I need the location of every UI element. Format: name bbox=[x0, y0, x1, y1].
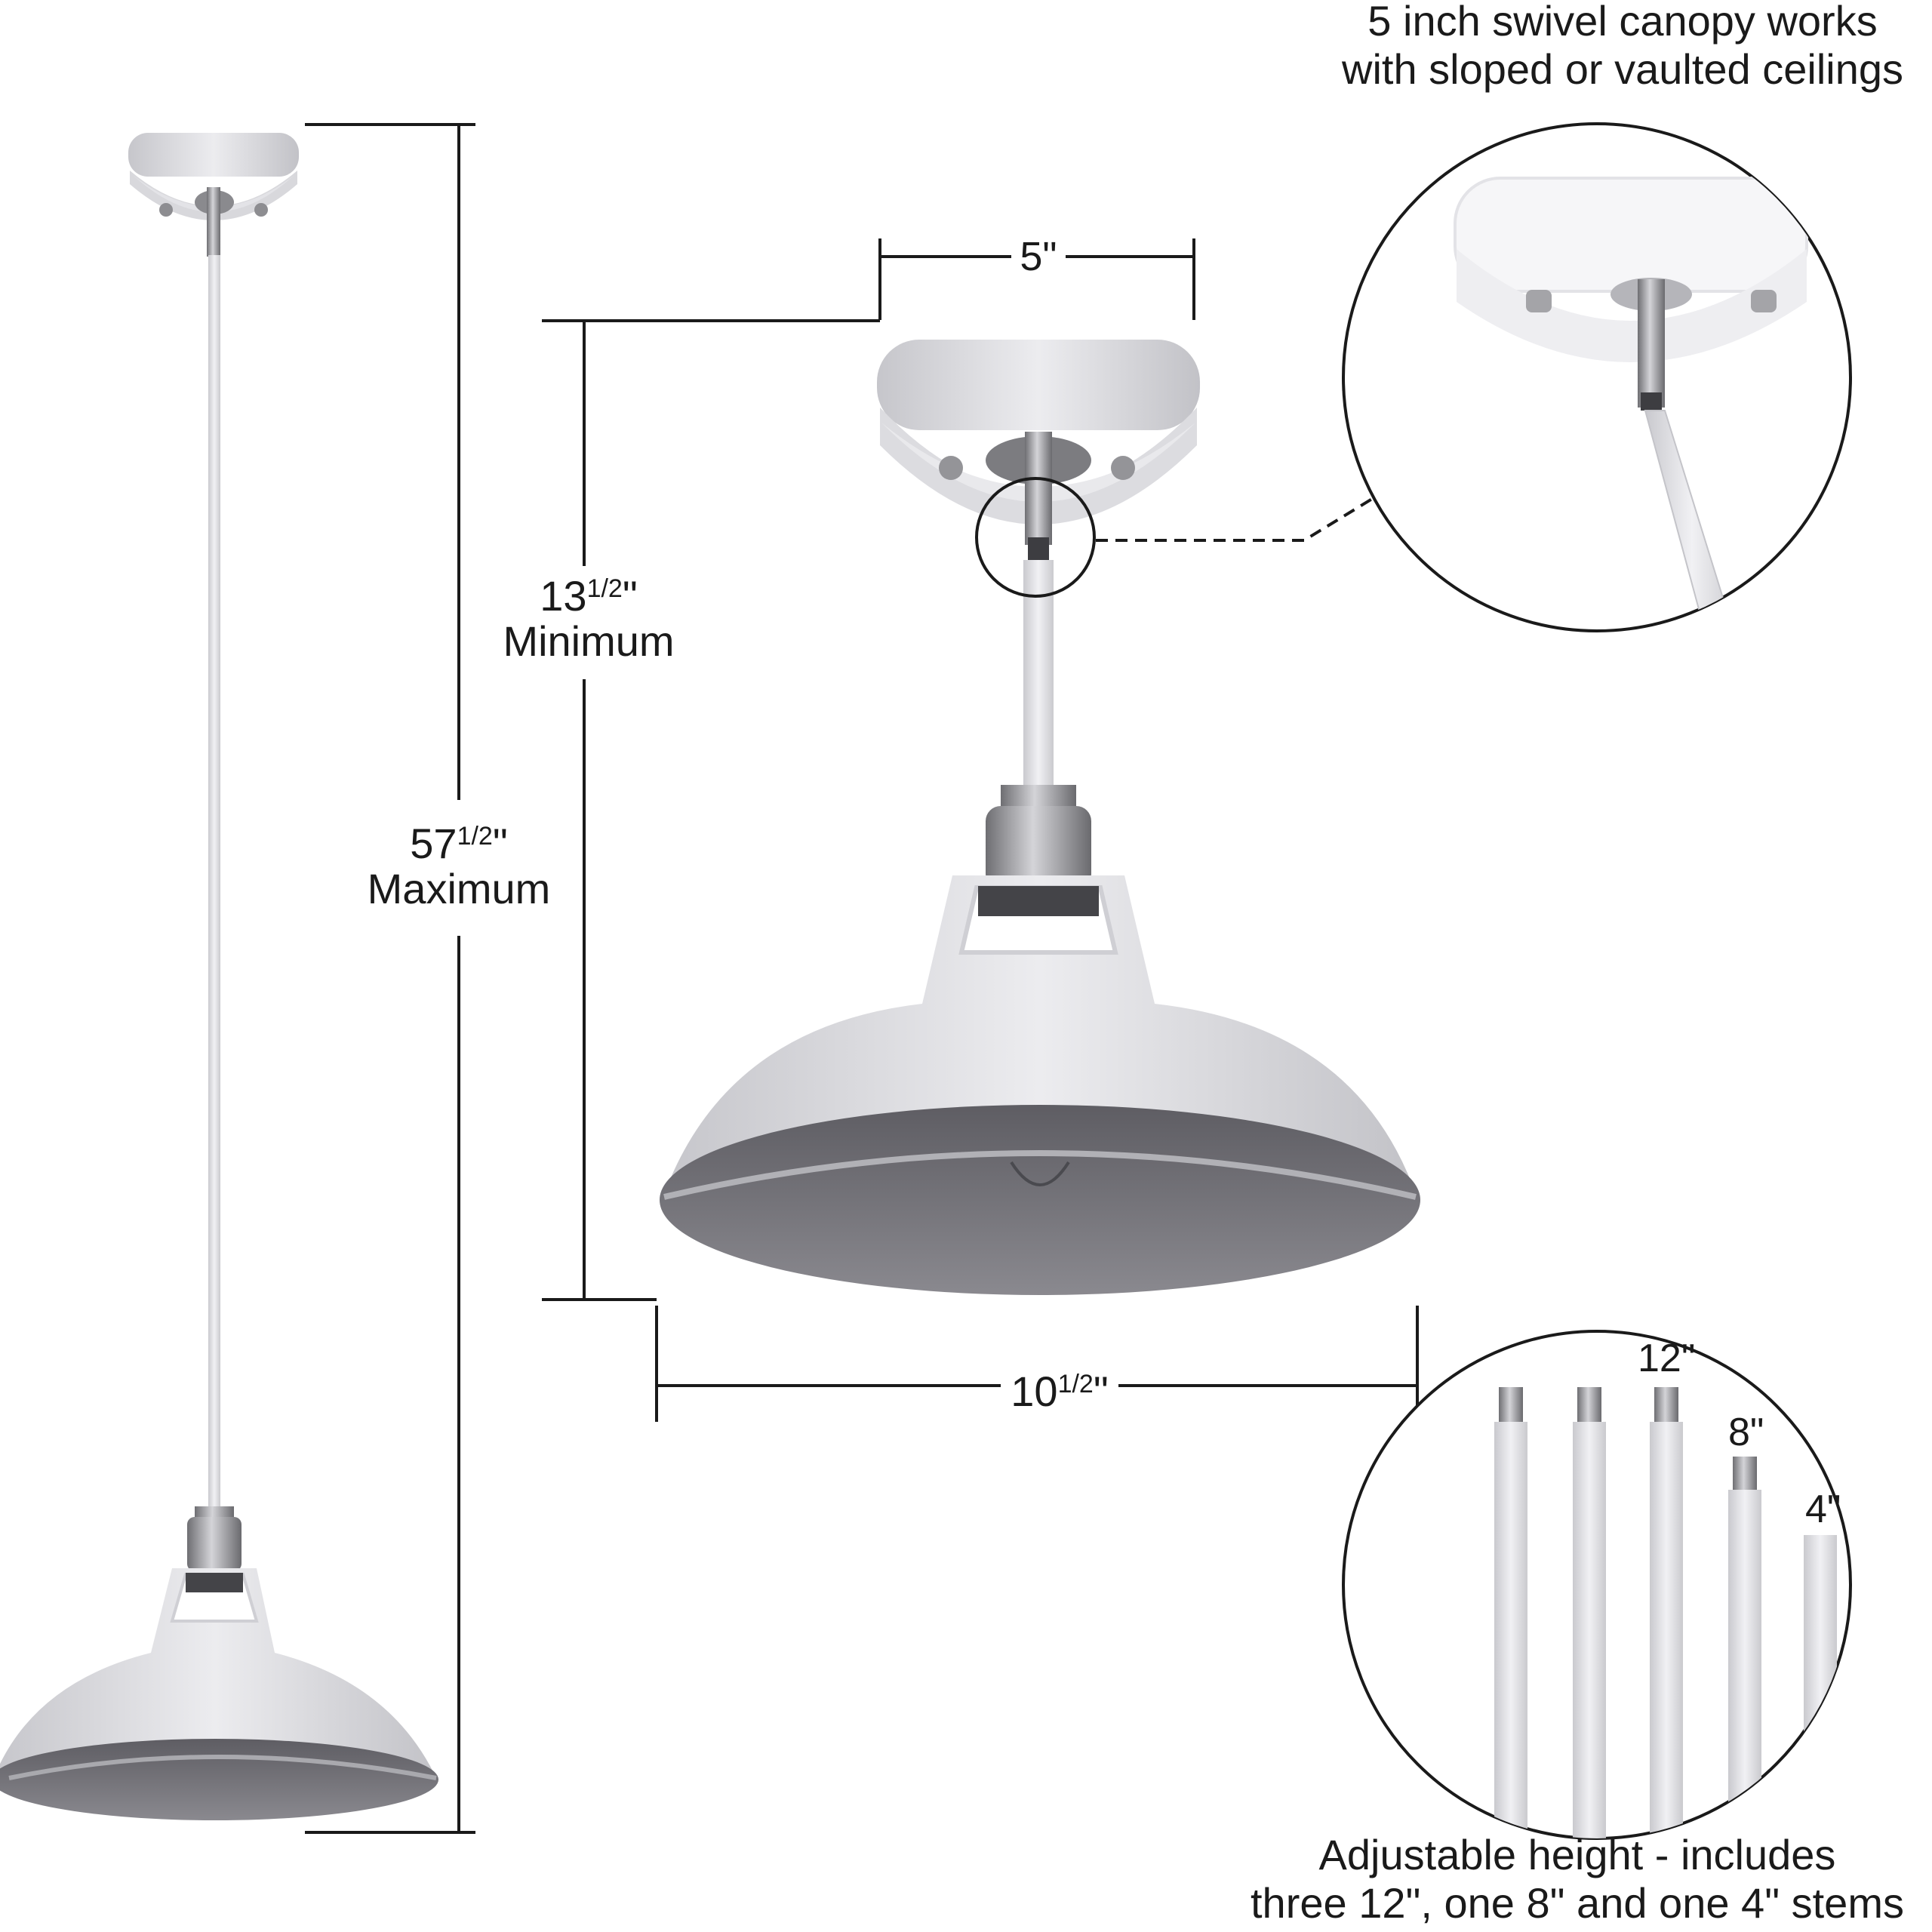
maximum-height-label: 571/2" Maximum bbox=[361, 814, 557, 912]
canopy-left bbox=[128, 133, 299, 177]
minimum-height-label: 131/2" Minimum bbox=[498, 566, 679, 664]
dimension-minimum bbox=[542, 319, 880, 1301]
dimension-canopy bbox=[878, 238, 1195, 320]
stem-4-label: 4" bbox=[1805, 1487, 1841, 1531]
stem-4 bbox=[1804, 1535, 1837, 1838]
stems-callout-caption: Adjustable height - includes three 12", … bbox=[1251, 1831, 1904, 1927]
maximum-height-value: 571/2" bbox=[410, 820, 508, 867]
pendant-maximum-height bbox=[0, 133, 438, 1820]
stem-12-b bbox=[1573, 1387, 1606, 1838]
stems-detail-circle bbox=[1342, 1330, 1852, 1840]
stem-12-c bbox=[1650, 1387, 1683, 1838]
stem-12-a bbox=[1494, 1387, 1527, 1838]
pendant-minimum-height bbox=[660, 340, 1420, 1295]
stem-8 bbox=[1728, 1457, 1761, 1838]
canopy-detail-circle bbox=[1342, 122, 1852, 632]
stem-rod-center bbox=[1023, 560, 1054, 786]
stem-12-label: 12" bbox=[1638, 1337, 1696, 1380]
shade-interior-left bbox=[0, 1739, 438, 1820]
stem-rod-left bbox=[208, 255, 220, 1508]
canopy-center bbox=[877, 340, 1200, 430]
shade-width-label: 101/2" bbox=[1001, 1361, 1118, 1414]
minimum-height-value: 131/2" bbox=[540, 572, 638, 620]
canopy-callout-caption: 5 inch swivel canopy works with sloped o… bbox=[1342, 0, 1903, 93]
canopy-width-label: 5" bbox=[1011, 234, 1066, 279]
stem-8-label: 8" bbox=[1728, 1411, 1764, 1454]
dimension-shade-width bbox=[655, 1306, 1419, 1422]
shade-left bbox=[0, 1568, 438, 1781]
shade-interior-center bbox=[660, 1105, 1420, 1295]
dimension-maximum bbox=[305, 123, 475, 1834]
